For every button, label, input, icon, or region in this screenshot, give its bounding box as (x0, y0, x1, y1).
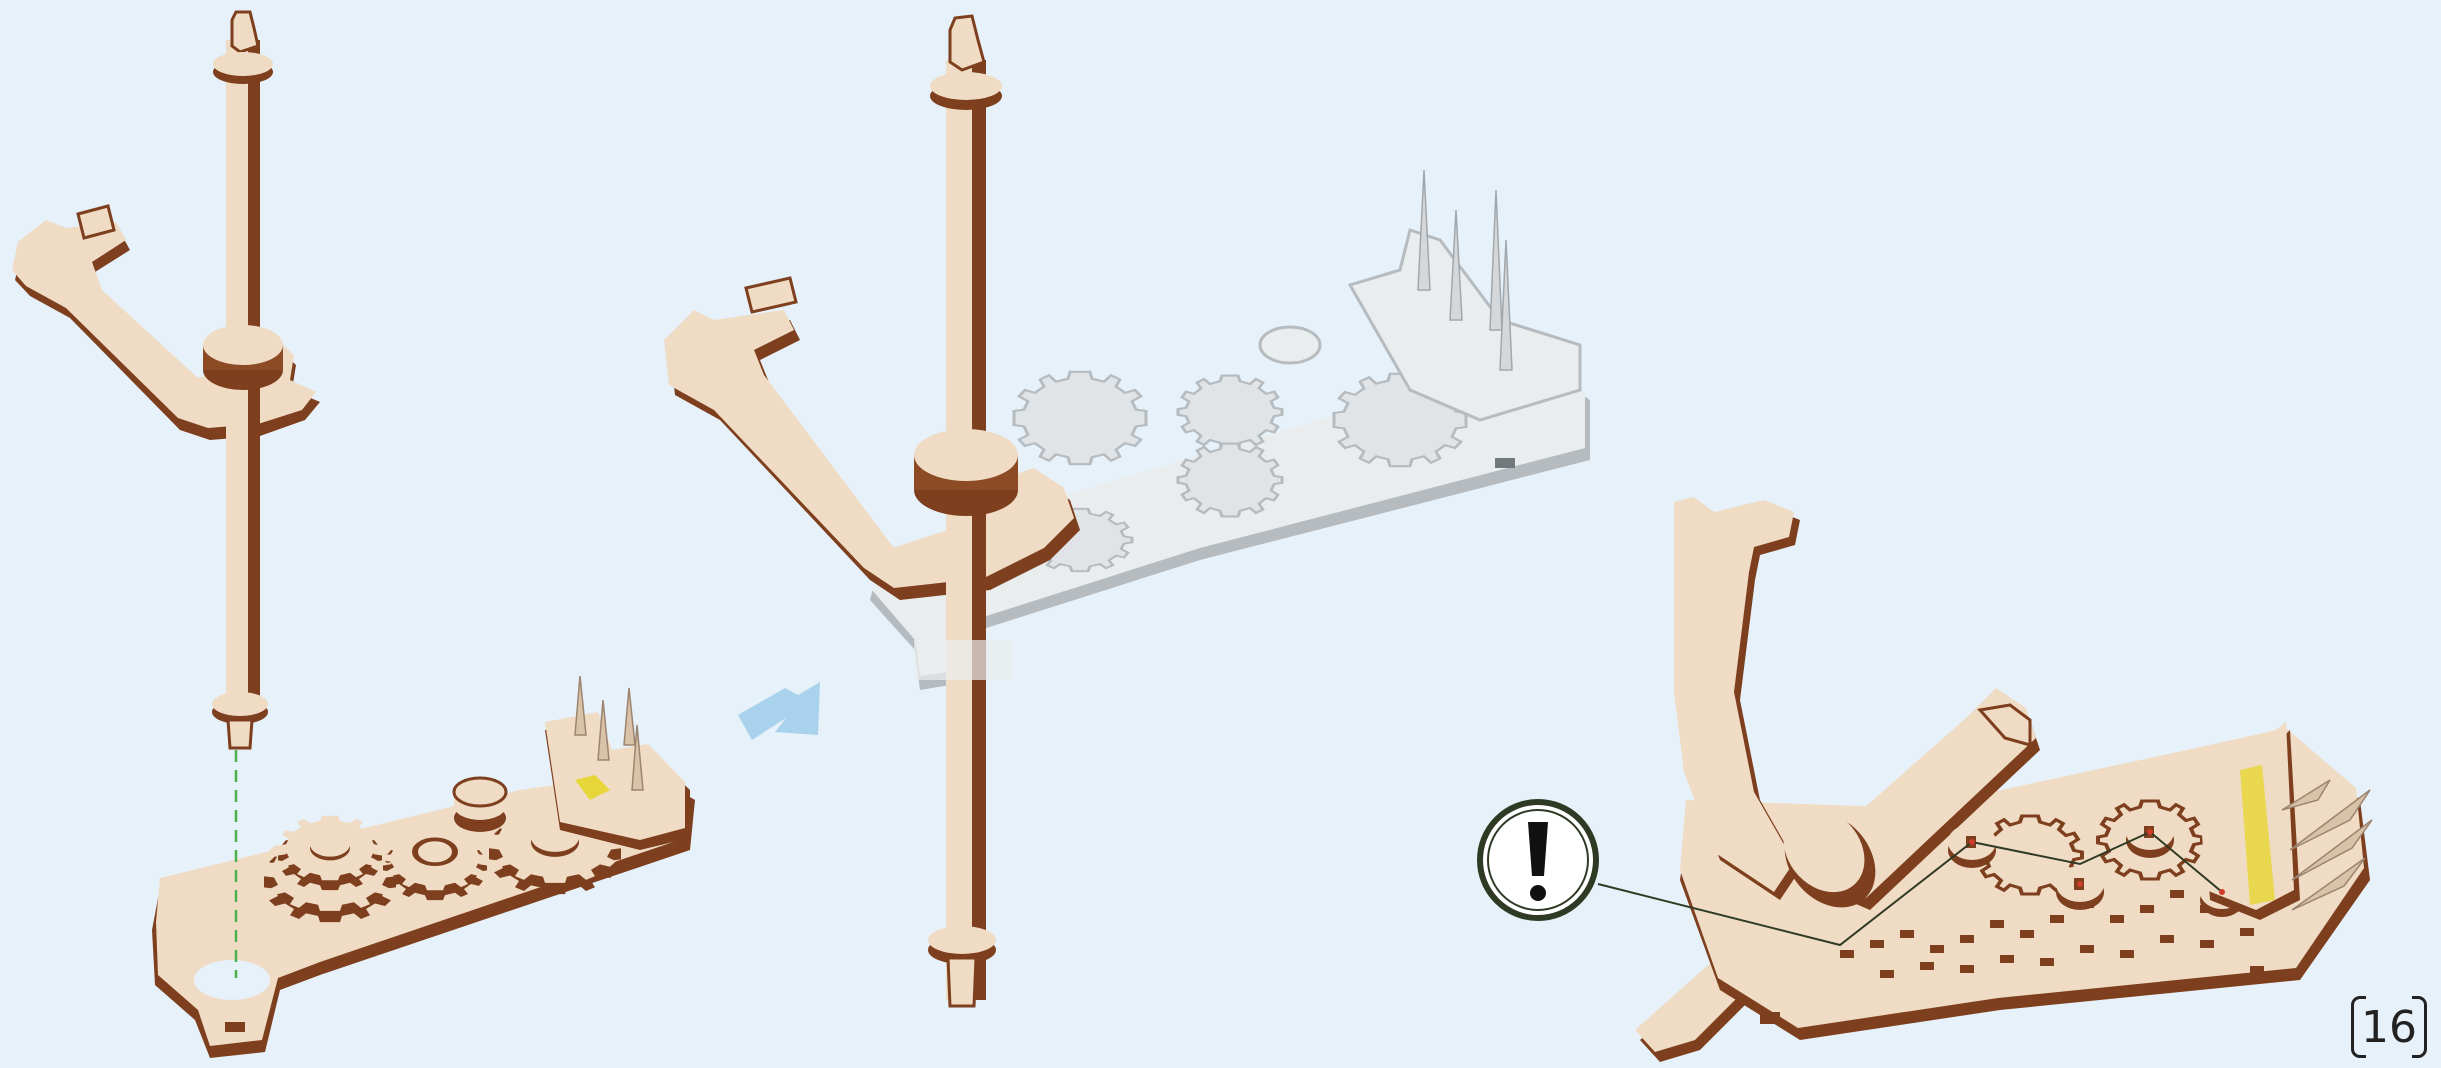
gear-hub-top (454, 778, 506, 832)
page-number-right-bracket (2412, 996, 2427, 1058)
page-number-left-bracket (2351, 996, 2366, 1058)
exclamation-icon (1480, 802, 1596, 918)
page-number: 16 (2351, 996, 2427, 1058)
page-number-text: 16 (2361, 1002, 2417, 1053)
base-plate-hole (194, 960, 270, 1000)
